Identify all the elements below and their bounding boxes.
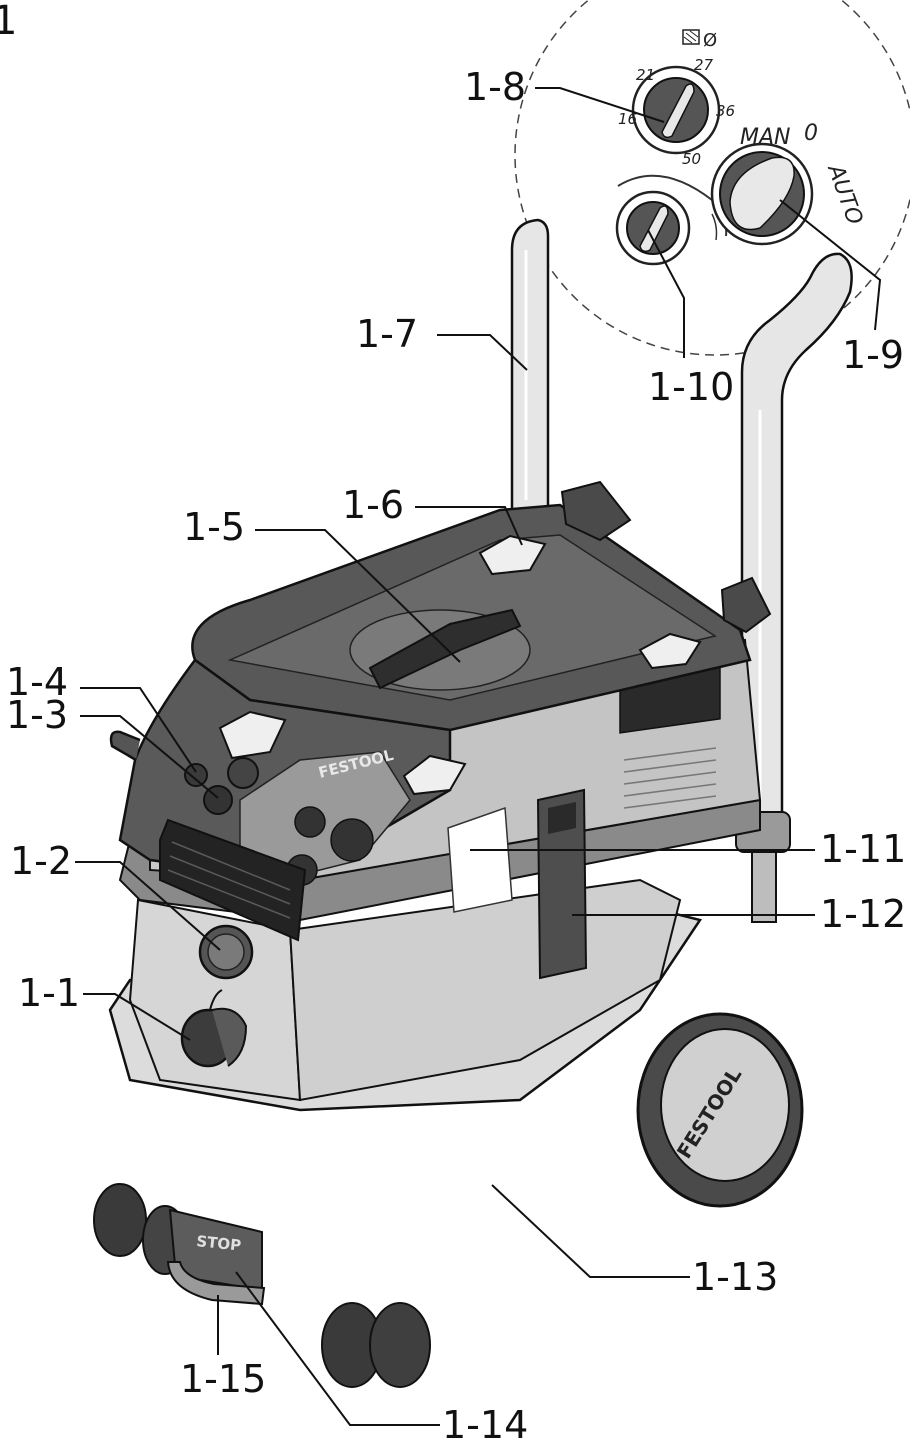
control-panel: FESTOOL: [109, 730, 411, 942]
label-1-11: 1-11: [820, 827, 906, 871]
hose-inlet-lower[interactable]: [180, 989, 248, 1068]
figure-number: 1: [0, 0, 17, 44]
label-1-15: 1-15: [180, 1357, 266, 1401]
label-1-10: 1-10: [648, 365, 734, 409]
label-1-4: 1-4: [6, 660, 68, 704]
cable-hook: [109, 730, 141, 762]
label-1-3: 1-3: [6, 693, 68, 737]
mode-switch-dial[interactable]: MAN 0 AUTO: [710, 121, 867, 246]
callout-labels: 1-1 1-2 1-3 1-4 1-5 1-6 1-7 1-8 1-9 1-10…: [6, 65, 906, 1447]
stop-label: STOP: [196, 1232, 242, 1255]
dial-inset: 16 21 27 36 50 Ø MAN 0 AUTO: [514, 0, 910, 356]
carrying-handle[interactable]: [536, 788, 588, 980]
dial-value-27: 27: [694, 56, 714, 74]
dial-value-36: 36: [716, 102, 735, 120]
label-1-8: 1-8: [464, 65, 526, 109]
mode-label-off: 0: [804, 121, 818, 146]
label-1-13: 1-13: [692, 1255, 778, 1299]
lid-latch-right[interactable]: [638, 632, 702, 670]
suction-power-dial[interactable]: [615, 174, 728, 266]
panel-hose-dial[interactable]: [294, 806, 326, 838]
label-1-6: 1-6: [342, 483, 404, 527]
hose-holder[interactable]: [447, 806, 513, 913]
label-1-12: 1-12: [820, 892, 906, 936]
lid-latch-rear[interactable]: [478, 534, 547, 576]
diameter-symbol: Ø: [703, 30, 717, 51]
label-1-9: 1-9: [842, 333, 904, 377]
castor-brake[interactable]: STOP: [166, 1208, 266, 1306]
hose-inlet-upper[interactable]: [198, 924, 254, 980]
label-1-14: 1-14: [442, 1403, 528, 1447]
hose-icon: [682, 29, 700, 45]
lid-latch-front-right[interactable]: [402, 754, 467, 796]
device-socket[interactable]: [227, 757, 259, 789]
label-1-5: 1-5: [183, 505, 245, 549]
hose-diameter-dial[interactable]: 16 21 27 36 50 Ø: [618, 29, 735, 168]
panel-mode-dial[interactable]: [330, 818, 374, 862]
mode-label-man: MAN: [740, 125, 791, 150]
label-1-2: 1-2: [10, 839, 72, 883]
dial-value-21: 21: [636, 66, 655, 84]
air-outlet[interactable]: [184, 763, 208, 787]
lid-handle[interactable]: [349, 608, 531, 691]
leader-lines: [75, 87, 882, 1426]
front-castor-right: [321, 1302, 431, 1388]
dial-value-16: 16: [618, 110, 637, 128]
mode-label-auto: AUTO: [822, 160, 867, 229]
dial-value-50: 50: [682, 150, 701, 168]
rear-wheel: FESTOOL: [636, 1012, 804, 1208]
label-1-1: 1-1: [18, 971, 80, 1015]
push-handle[interactable]: [510, 218, 853, 923]
lid-latch-front-left[interactable]: [218, 710, 287, 760]
label-1-7: 1-7: [356, 312, 418, 356]
vacuum-body: FESTOOL: [93, 480, 804, 1388]
